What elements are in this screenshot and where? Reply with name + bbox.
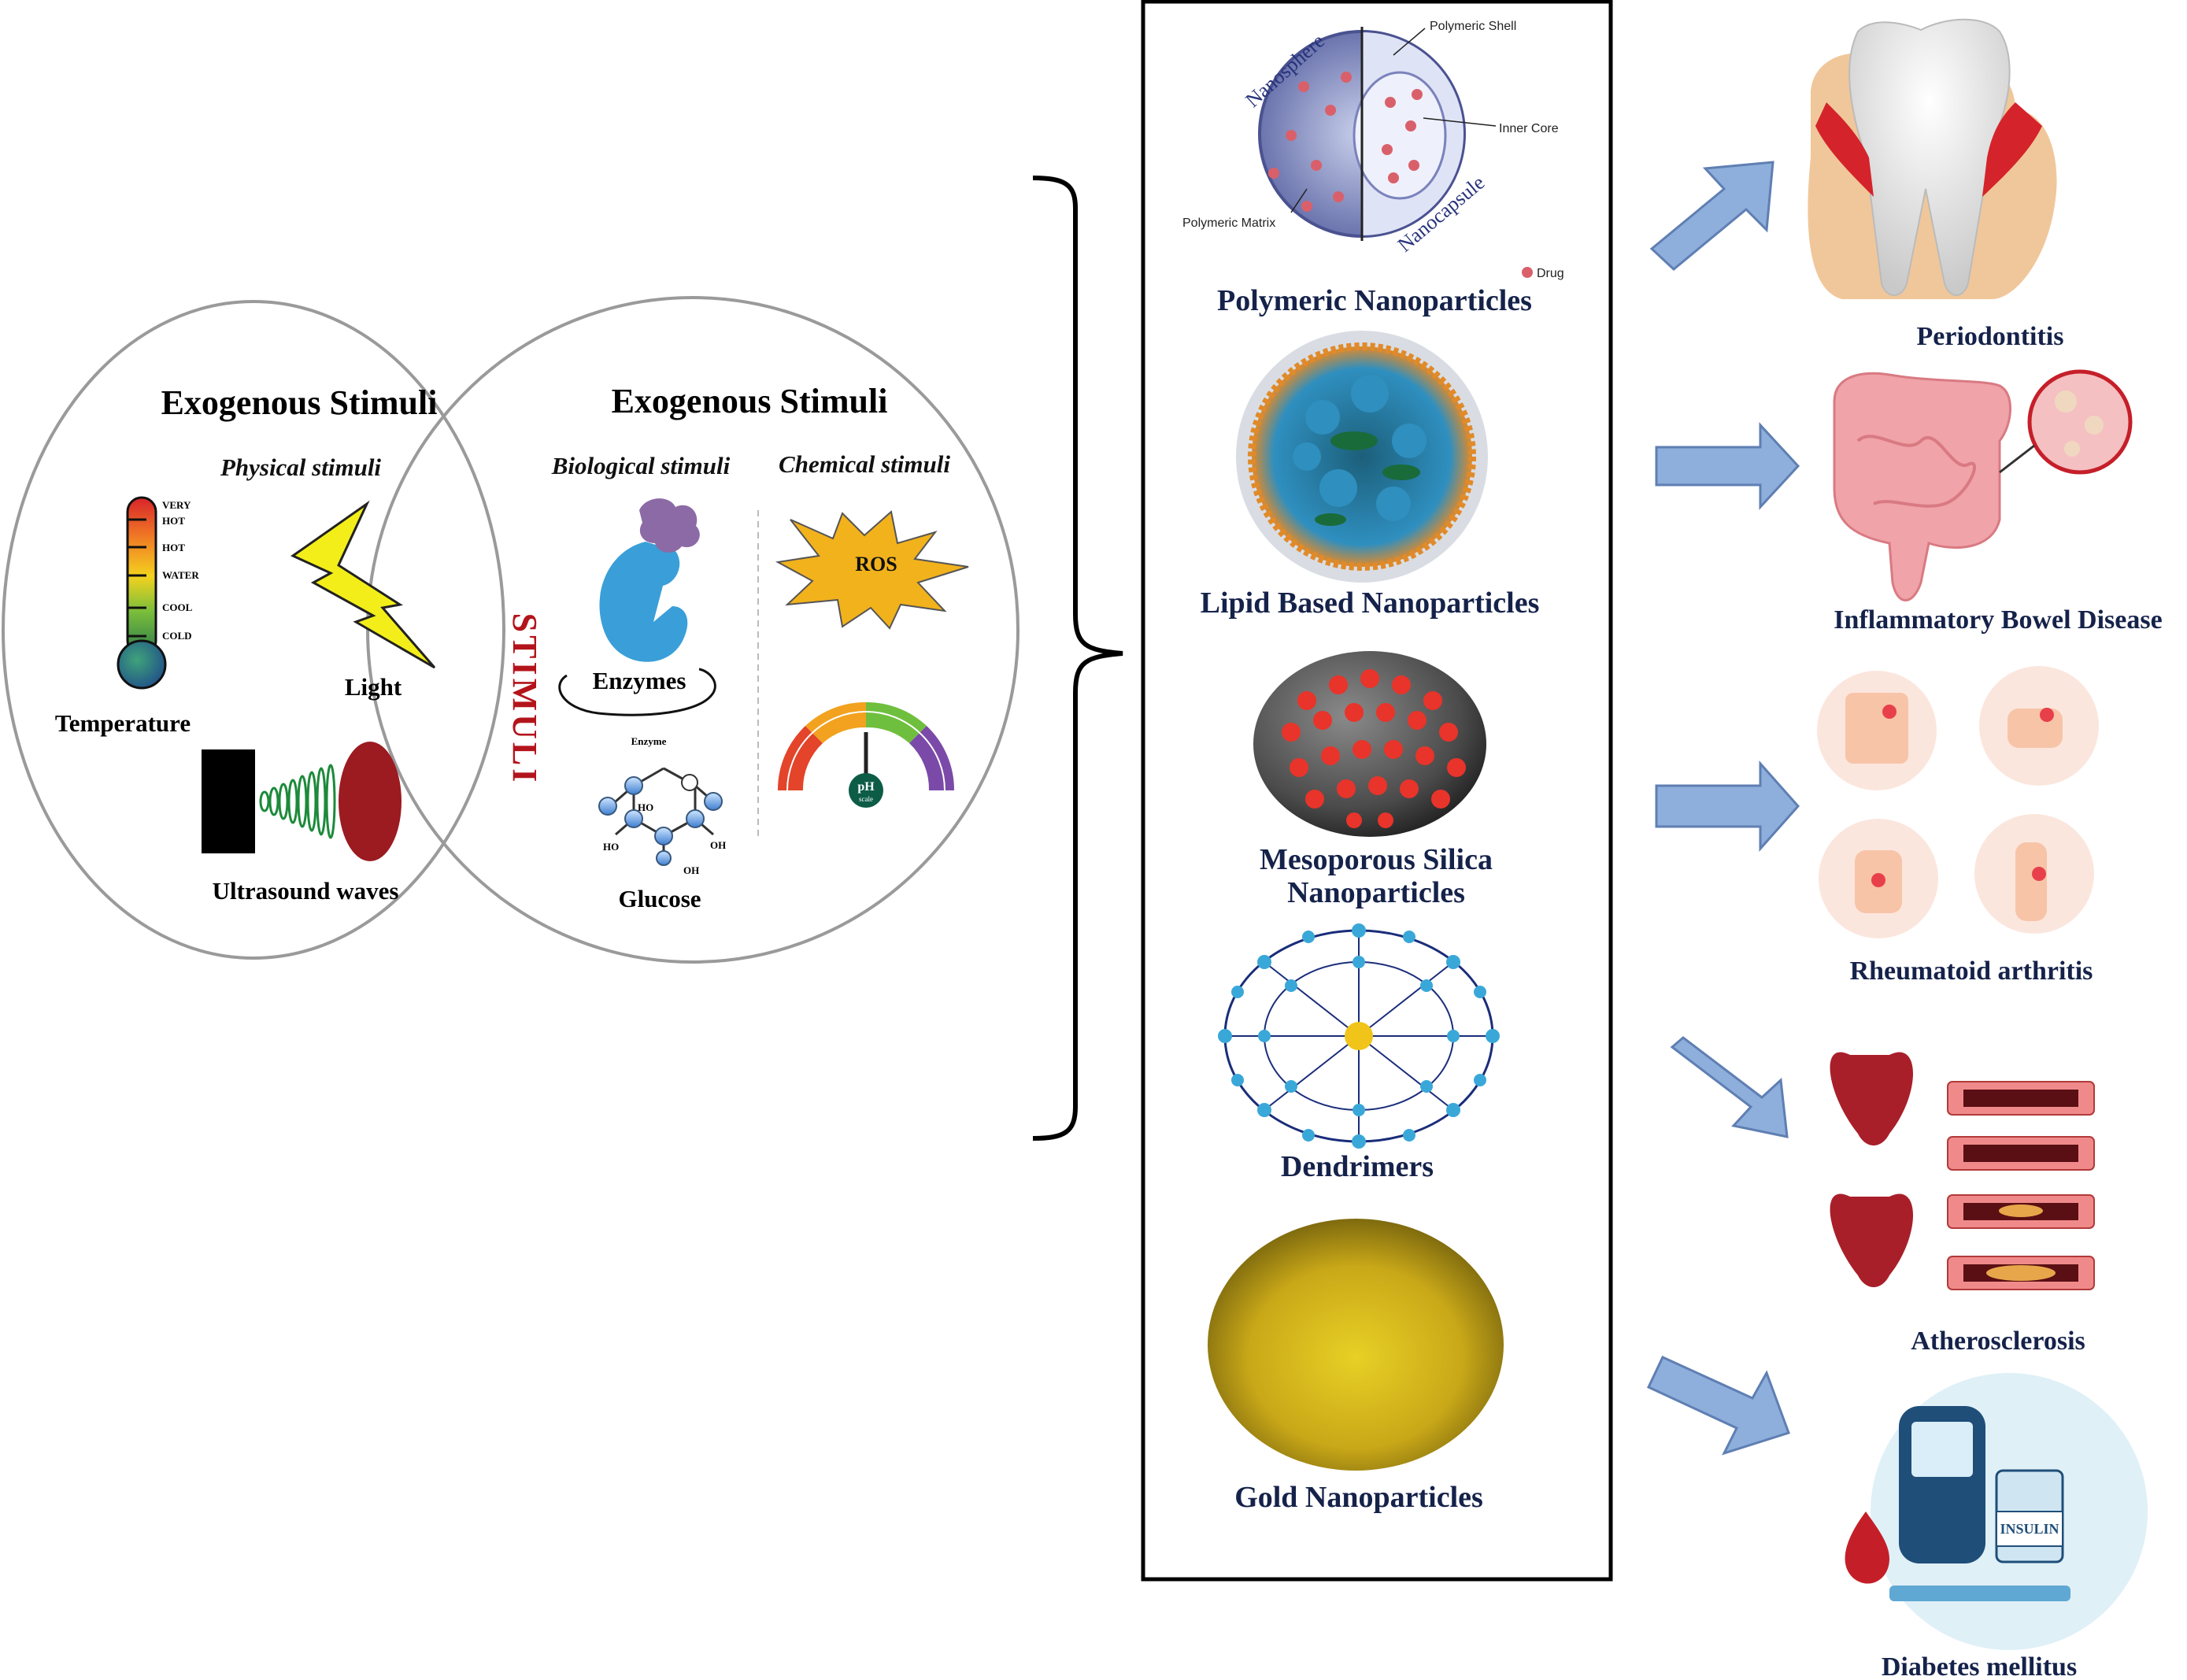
ph-scale-icon [777, 701, 955, 808]
enzyme-icon [558, 498, 716, 716]
np-title: Mesoporous Silica [1260, 843, 1493, 876]
disease-label: Diabetes mellitus [1882, 1652, 2077, 1680]
np-title: Nanoparticles [1287, 876, 1465, 909]
left-title: Exogenous Stimuli [161, 383, 438, 422]
glucose-label: Glucose [618, 885, 701, 912]
polymeric-matrix-label: Polymeric Matrix [1182, 216, 1275, 230]
physical-stimuli-label: Physical stimuli [220, 453, 381, 481]
arrow-to-diabetes [1646, 1356, 1790, 1456]
arrow-to-atherosclerosis [1670, 1036, 1789, 1138]
grouping-brace [1032, 176, 1123, 1141]
arrow-to-ra [1655, 760, 1800, 852]
disease-label: Rheumatoid arthritis [1850, 957, 2093, 986]
glucose-icon [598, 767, 723, 866]
glucose-group-label: OH [683, 864, 699, 876]
ultrasound-label: Ultrasound waves [213, 877, 399, 905]
periodontitis-image [1808, 18, 2057, 299]
glucose-group-label: HO [638, 801, 653, 813]
glucose-group-label: HO [603, 841, 619, 853]
ra-image [1817, 666, 2099, 938]
np-title: Lipid Based Nanoparticles [1201, 587, 1540, 620]
thermo-tick-label: VERY [162, 499, 191, 511]
left-ellipse [2, 300, 505, 960]
np-title: Polymeric Nanoparticles [1217, 284, 1532, 317]
polymeric-shell-label: Polymeric Shell [1430, 20, 1516, 33]
gold-nanoparticle-image [1208, 1219, 1504, 1471]
biological-stimuli-label: Biological stimuli [551, 452, 731, 479]
ibd-image [1833, 369, 2133, 601]
temperature-label: Temperature [55, 709, 191, 737]
atherosclerosis-image [1830, 1052, 2095, 1290]
chemical-stimuli-label: Chemical stimuli [779, 450, 950, 478]
drug-label: Drug [1537, 267, 1564, 280]
thermo-tick-label: HOT [162, 515, 185, 527]
inner-core-label: Inner Core [1499, 122, 1559, 135]
arrows [1646, 161, 1800, 1456]
lipid-nanoparticle-image [1236, 331, 1488, 583]
thermo-tick-label: WATER [162, 569, 199, 581]
glucose-group-label: OH [710, 839, 726, 851]
mesoporous-silica-image [1253, 651, 1486, 837]
stimuli-center-label: STIMULI [505, 613, 544, 786]
enzymes-label: Enzymes [593, 667, 686, 694]
thermo-tick-label: HOT [162, 542, 185, 553]
right-title: Exogenous Stimuli [612, 382, 888, 420]
diabetes-image [1845, 1373, 2148, 1650]
insulin-label: INSULIN [2000, 1521, 2059, 1537]
light-label: Light [345, 673, 402, 701]
ph-label: pH [857, 780, 875, 794]
ph-scale-label: scale [859, 795, 873, 803]
dendrimer-image [1218, 923, 1500, 1149]
thermo-tick-label: COLD [162, 630, 192, 642]
ros-star-icon [775, 510, 969, 630]
np-title: Dendrimers [1281, 1150, 1434, 1183]
thermo-tick-label: COOL [162, 601, 193, 613]
thermometer-icon [117, 496, 167, 690]
lightning-icon [290, 500, 436, 669]
arrow-to-ibd [1655, 422, 1800, 510]
glucose-enzyme-label: Enzyme [631, 735, 667, 747]
stimuli-venn: Exogenous Stimuli Exogenous Stimuli Phys… [2, 296, 1019, 964]
disease-label: Atherosclerosis [1911, 1327, 2085, 1356]
disease-label: Periodontitis [1917, 322, 2064, 351]
ros-label: ROS [855, 553, 897, 575]
arrow-to-periodontitis [1649, 161, 1774, 271]
np-title: Gold Nanoparticles [1234, 1481, 1483, 1514]
ultrasound-icon [202, 742, 402, 861]
disease-label: Inflammatory Bowel Disease [1834, 605, 2162, 635]
polymeric-nanoparticle-image [1258, 27, 1533, 278]
